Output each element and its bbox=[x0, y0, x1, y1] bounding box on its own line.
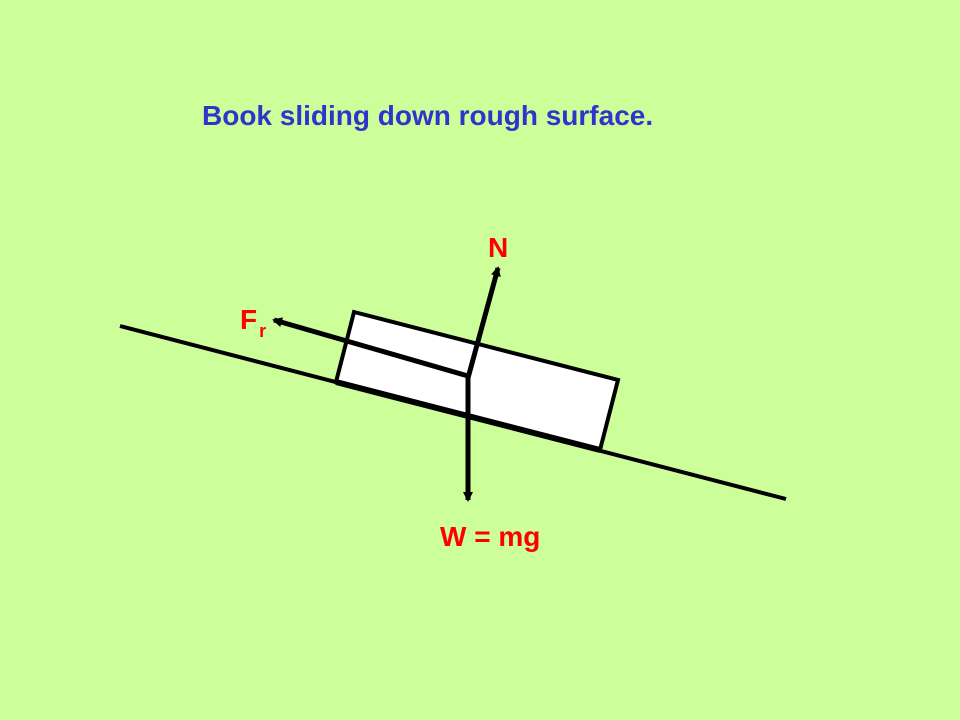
friction-force-arrow bbox=[272, 317, 469, 379]
normal-force-arrow bbox=[465, 266, 501, 379]
normal-force-label: N bbox=[488, 232, 509, 263]
page-title: Book sliding down rough surface. bbox=[202, 100, 654, 131]
friction-label-main: F bbox=[240, 304, 258, 335]
book bbox=[333, 309, 621, 453]
friction-label-subscript: r bbox=[259, 321, 267, 341]
weight-label: W = mg bbox=[440, 521, 541, 552]
